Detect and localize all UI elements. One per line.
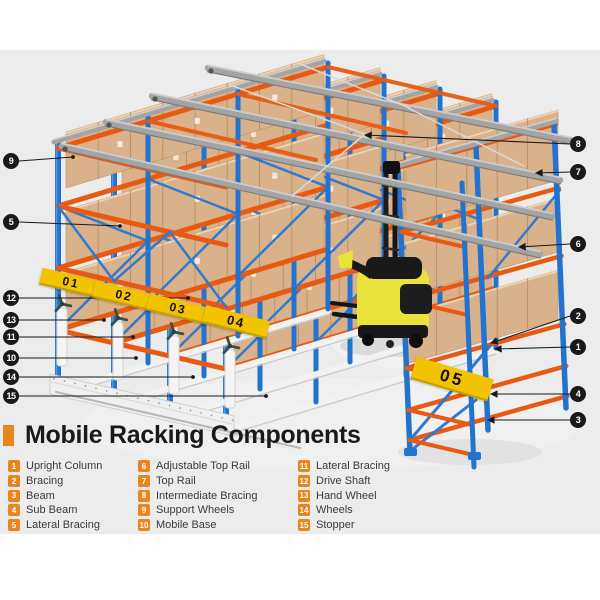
callout-2: 2 <box>570 308 586 324</box>
item-label: Stopper <box>316 519 355 532</box>
item-label: Hand Wheel <box>316 489 377 502</box>
hand-wheel-icon <box>166 322 185 341</box>
legend-item: 4 Sub Beam <box>8 503 102 518</box>
forklift <box>330 250 432 348</box>
legend-item: 6 Adjustable Top Rail <box>138 459 258 474</box>
callout-1: 1 <box>570 339 586 355</box>
callout-9: 9 <box>3 153 19 169</box>
item-number-badge: 12 <box>298 475 310 488</box>
item-label: Beam <box>26 489 55 502</box>
callout-11: 11 <box>3 329 19 345</box>
callout-4: 4 <box>570 386 586 402</box>
callout-6: 6 <box>570 236 586 252</box>
legend-item: 3 Beam <box>8 488 102 503</box>
item-number-badge: 11 <box>298 460 310 473</box>
hand-wheel-icon <box>110 308 129 327</box>
title-bullet-icon <box>3 425 14 446</box>
item-number-badge: 5 <box>8 519 20 532</box>
forklift-handle-tip <box>338 250 353 268</box>
legend-item: 8 Intermediate Bracing <box>138 488 258 503</box>
intermediate-bracing-cables <box>229 63 525 197</box>
item-label: Bracing <box>26 475 64 488</box>
item-label: Support Wheels <box>156 504 235 517</box>
item-number-badge: 14 <box>298 504 310 517</box>
page-title: Mobile Racking Components <box>25 421 361 449</box>
item-number-badge: 13 <box>298 489 310 502</box>
callout-14: 14 <box>3 369 19 385</box>
legend-item: 11 Lateral Bracing <box>298 459 390 474</box>
callout-12: 12 <box>3 290 19 306</box>
legend-item: 2 Bracing <box>8 474 102 489</box>
item-label: Drive Shaft <box>316 475 371 488</box>
item-number-badge: 6 <box>138 460 150 473</box>
legend-item: 1 Upright Column <box>8 459 102 474</box>
item-label: Adjustable Top Rail <box>156 460 250 473</box>
callout-15: 15 <box>3 388 19 404</box>
legend-column-1: 1 Upright Column 2 Bracing 3 Beam 4 Sub Beam… <box>8 459 102 532</box>
item-number-badge: 1 <box>8 460 20 473</box>
item-number-badge: 3 <box>8 489 20 502</box>
item-label: Lateral Bracing <box>26 519 100 532</box>
item-number-badge: 15 <box>298 519 310 532</box>
callout-13: 13 <box>3 312 19 328</box>
item-label: Intermediate Bracing <box>156 489 258 502</box>
legend-item: 5 Lateral Bracing <box>8 518 102 533</box>
top-rails <box>58 64 574 259</box>
item-label: Mobile Base <box>156 519 217 532</box>
item-label: Lateral Bracing <box>316 460 390 473</box>
callout-7: 7 <box>570 164 586 180</box>
legend-title-row: Mobile Racking Components <box>3 423 361 448</box>
legend-item: 12 Drive Shaft <box>298 474 390 489</box>
hand-wheel-icon <box>222 336 241 355</box>
item-label: Top Rail <box>156 475 196 488</box>
legend-column-3: 11 Lateral Bracing 12 Drive Shaft 13 Hand W… <box>298 459 390 532</box>
hand-wheel-icon <box>54 294 73 313</box>
legend-item: 7 Top Rail <box>138 474 258 489</box>
item-label: Wheels <box>316 504 353 517</box>
item-number-badge: 8 <box>138 489 150 502</box>
legend-item: 9 Support Wheels <box>138 503 258 518</box>
item-number-badge: 10 <box>138 519 150 532</box>
legend: Mobile Racking Components 1 Upright Colum… <box>0 418 600 534</box>
item-number-badge: 4 <box>8 504 20 517</box>
item-number-badge: 9 <box>138 504 150 517</box>
legend-item: 14 Wheels <box>298 503 390 518</box>
leader-lines <box>18 131 571 424</box>
callout-10: 10 <box>3 350 19 366</box>
legend-item: 13 Hand Wheel <box>298 488 390 503</box>
legend-column-2: 6 Adjustable Top Rail 7 Top Rail 8 Intermed… <box>138 459 258 532</box>
callout-5: 5 <box>3 214 19 230</box>
item-label: Sub Beam <box>26 504 78 517</box>
callout-8: 8 <box>570 136 586 152</box>
item-number-badge: 7 <box>138 475 150 488</box>
callout-3: 3 <box>570 412 586 428</box>
item-number-badge: 2 <box>8 475 20 488</box>
mobile-base <box>49 294 301 449</box>
item-label: Upright Column <box>26 460 103 473</box>
legend-item: 10 Mobile Base <box>138 518 258 533</box>
legend-item: 15 Stopper <box>298 518 390 533</box>
